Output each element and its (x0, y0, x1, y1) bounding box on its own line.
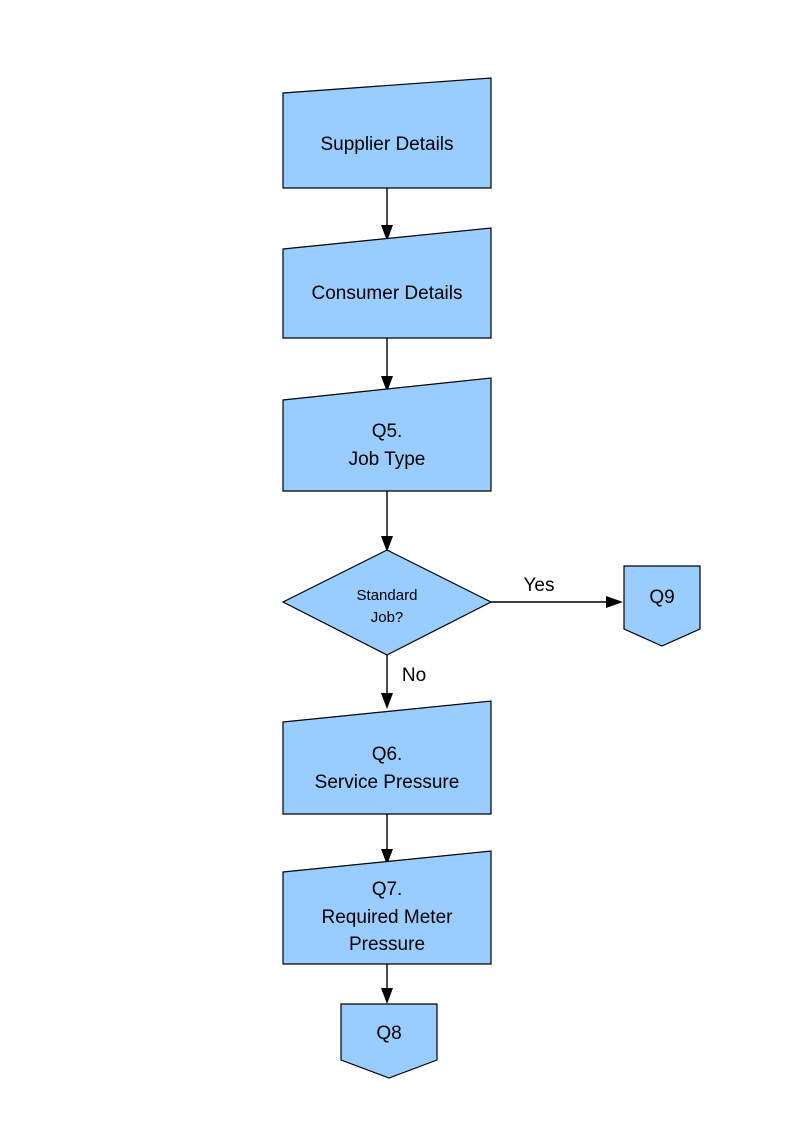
consumer-details-shape[interactable] (282, 227, 492, 339)
edge-supplier-to-consumer (381, 188, 393, 241)
standard-job-decision-label-line2: Job? (371, 609, 404, 626)
node-q6-service-pressure[interactable]: Q6. Service Pressure (282, 700, 492, 815)
q7-required-meter-pressure-shape[interactable] (282, 850, 492, 965)
edge-decision-to-q6: No (381, 655, 426, 709)
node-q7-required-meter-pressure[interactable]: Q7. Required Meter Pressure (282, 850, 492, 965)
q9-connector-shape[interactable] (623, 565, 701, 647)
arrow-head-icon (606, 596, 623, 608)
standard-job-decision-label-line1: Standard (357, 587, 418, 604)
edge-label-yes: Yes (524, 575, 555, 596)
q9-connector-label: Q9 (649, 587, 674, 608)
q8-connector-label: Q8 (376, 1023, 401, 1044)
node-standard-job-decision[interactable]: Standard Job? (281, 549, 493, 656)
q7-label-line1: Q7. (372, 879, 403, 900)
q6-service-pressure-shape[interactable] (282, 700, 492, 815)
q6-service-pressure-label-line1: Q6. (372, 744, 403, 765)
node-q5-job-type[interactable]: Q5. Job Type (282, 377, 492, 492)
q7-label-line3: Pressure (349, 934, 425, 955)
arrow-head-icon (381, 988, 393, 1004)
arrow-head-icon (381, 849, 393, 865)
arrow-head-icon (381, 536, 393, 552)
node-q8-connector[interactable]: Q8 (340, 1003, 438, 1079)
arrow-head-icon (381, 225, 393, 241)
edge-label-no: No (402, 665, 426, 686)
edge-decision-to-q9: Yes (491, 575, 623, 608)
edge-q6-to-q7 (381, 814, 393, 865)
arrow-head-icon (381, 376, 393, 392)
edge-q7-to-q8 (381, 964, 393, 1004)
node-q9-connector[interactable]: Q9 (623, 565, 701, 647)
q5-job-type-shape[interactable] (282, 377, 492, 492)
node-supplier-details[interactable]: Supplier Details (282, 77, 492, 189)
q6-service-pressure-label-line2: Service Pressure (315, 772, 460, 793)
arrow-head-icon (381, 693, 393, 709)
q7-label-line2: Required Meter (322, 907, 454, 928)
node-consumer-details[interactable]: Consumer Details (282, 227, 492, 339)
q5-job-type-label-line2: Job Type (349, 449, 426, 470)
edge-q5-to-decision (381, 491, 393, 552)
q5-job-type-label-line1: Q5. (372, 421, 403, 442)
consumer-details-label: Consumer Details (312, 283, 463, 304)
supplier-details-shape[interactable] (282, 77, 492, 189)
supplier-details-label: Supplier Details (320, 134, 453, 155)
q8-connector-shape[interactable] (340, 1003, 438, 1079)
edge-consumer-to-q5 (381, 338, 393, 392)
